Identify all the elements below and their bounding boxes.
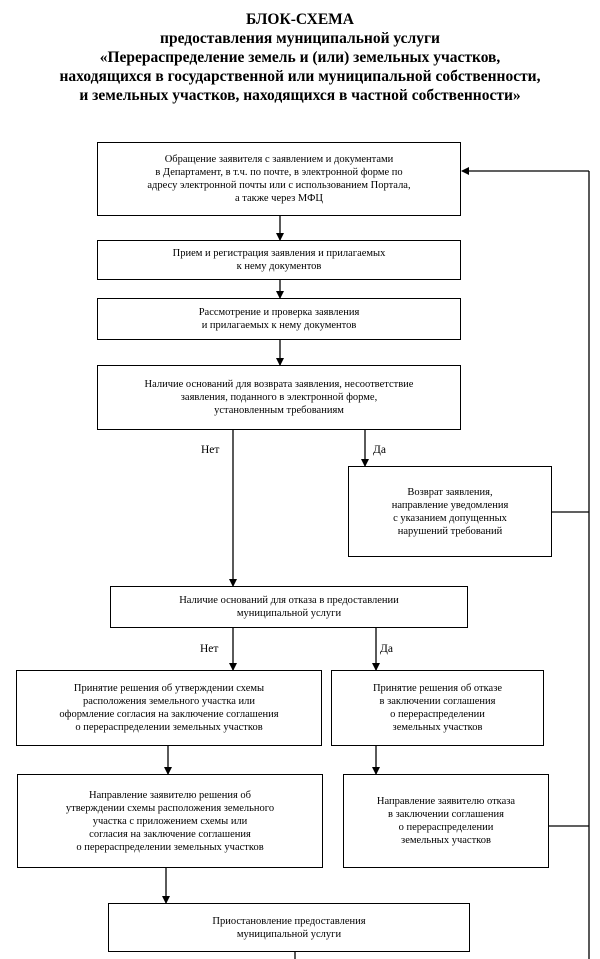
box-line: Наличие оснований для отказа в предостав… <box>179 595 399 606</box>
box-line: земельных участков <box>401 835 491 846</box>
box-appeal: Обращение заявителя с заявлением и докум… <box>97 142 461 216</box>
box-send-refusal: Направление заявителю отказа в заключени… <box>343 774 549 868</box>
page-title: БЛОК-СХЕМА предоставления муниципальной … <box>0 10 600 105</box>
box-line: Рассмотрение и проверка заявления <box>198 307 360 318</box>
box-line: в заключении соглашения <box>379 696 496 707</box>
box-line: направление уведомления <box>391 499 509 511</box>
label-no: Нет <box>200 643 219 655</box>
box-line: о перераспределении <box>390 709 485 720</box>
title-line: «Перераспределение земель и (или) земель… <box>99 49 501 66</box>
box-line: в Департамент, в т.ч. по почте, в электр… <box>155 167 403 178</box>
box-line: Обращение заявителя с заявлением и докум… <box>164 154 394 165</box>
box-line: установленным требованиям <box>214 405 344 416</box>
box-review: Рассмотрение и проверка заявления и прил… <box>97 298 461 340</box>
box-line: заявления, поданного в электронной форме… <box>180 392 378 403</box>
box-line: о перераспределении земельных участков <box>76 841 264 853</box>
box-line: о перераспределении земельных участков <box>75 722 263 733</box>
box-line: Приостановление предоставления <box>212 915 366 927</box>
label-no: Нет <box>201 444 220 456</box>
box-line: а также через МФЦ <box>235 193 323 204</box>
box-line: адресу электронной почты или с использов… <box>147 180 411 191</box>
box-line: утверждении схемы расположения земельног… <box>65 802 275 814</box>
box-registration: Прием и регистрация заявления и прилагае… <box>97 240 461 280</box>
title-line: находящихся в государственной или муници… <box>59 68 541 85</box>
box-suspension: Приостановление предоставления муниципал… <box>108 903 470 952</box>
box-refusal-decision: Принятие решения об отказе в заключении … <box>331 670 544 746</box>
title-line: предоставления муниципальной услуги <box>160 30 440 47</box>
box-line: Прием и регистрация заявления и прилагае… <box>172 248 386 259</box>
box-line: Направление заявителю решения об <box>89 789 251 801</box>
box-line: оформление согласия на заключение соглаш… <box>59 709 279 720</box>
label-yes: Да <box>380 643 393 655</box>
box-line: Принятие решения об утверждении схемы <box>73 683 265 694</box>
box-return-check: Наличие оснований для возврата заявления… <box>97 365 461 430</box>
title-line: и земельных участков, находящихся в част… <box>79 87 521 104</box>
title-line: БЛОК-СХЕМА <box>245 11 354 28</box>
label-yes: Да <box>373 444 386 456</box>
box-send-approval: Направление заявителю решения об утвержд… <box>17 774 323 868</box>
box-line: Возврат заявления, <box>407 486 493 498</box>
box-line: в заключении соглашения <box>388 809 504 820</box>
box-line: муниципальной услуги <box>236 928 342 940</box>
box-line: согласия на заключение соглашения <box>89 828 251 840</box>
box-line: Наличие оснований для возврата заявления… <box>144 379 414 390</box>
box-refusal-check: Наличие оснований для отказа в предостав… <box>110 586 468 628</box>
box-line: нарушений требований <box>397 525 503 537</box>
box-line: муниципальной услуги <box>236 608 342 619</box>
box-return-application: Возврат заявления, направление уведомлен… <box>348 466 552 557</box>
box-approve-decision: Принятие решения об утверждении схемы ра… <box>16 670 322 746</box>
box-line: и прилагаемых к нему документов <box>201 320 357 331</box>
box-line: с указанием допущенных <box>393 512 507 524</box>
box-line: о перераспределении <box>398 822 494 833</box>
box-line: земельных участков <box>392 722 483 733</box>
box-line: расположения земельного участка или <box>82 696 256 707</box>
box-line: участка с приложением схемы или <box>92 815 248 827</box>
box-line: Принятие решения об отказе <box>372 683 503 694</box>
box-line: Направление заявителю отказа <box>376 796 516 807</box>
box-line: к нему документов <box>236 261 322 272</box>
